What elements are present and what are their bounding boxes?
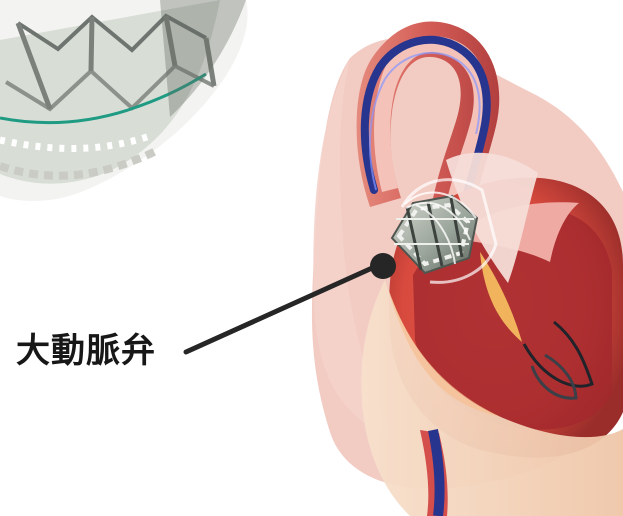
callout-dot	[370, 253, 396, 279]
valve-closeup-inset	[0, 0, 248, 201]
aortic-valve-label: 大動脈弁	[16, 334, 156, 368]
